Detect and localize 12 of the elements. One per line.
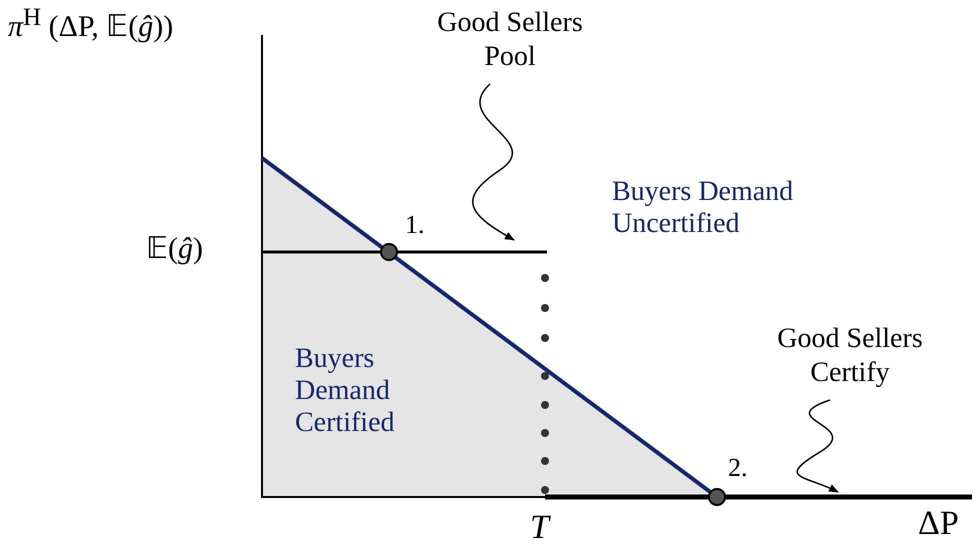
axis-label: π$^{H}$ (ΔP, 𝔼(ĝ)) bbox=[8, 4, 174, 44]
axis-label: 𝔼(ĝ) bbox=[146, 232, 203, 266]
axis-label: ΔP bbox=[918, 504, 959, 544]
axis-label: 1. bbox=[405, 210, 424, 240]
axis-label: T bbox=[530, 508, 549, 548]
annotation-text: Good Sellers Pool bbox=[410, 6, 610, 74]
axis-label: 2. bbox=[728, 453, 748, 483]
annotation-text: Good Sellers Certify bbox=[745, 322, 955, 390]
curved-arrow bbox=[472, 84, 515, 241]
curved-arrow bbox=[796, 399, 839, 493]
region-label: Buyers Demand Uncertified bbox=[612, 176, 794, 240]
region-label: Buyers Demand Certified bbox=[295, 343, 396, 440]
